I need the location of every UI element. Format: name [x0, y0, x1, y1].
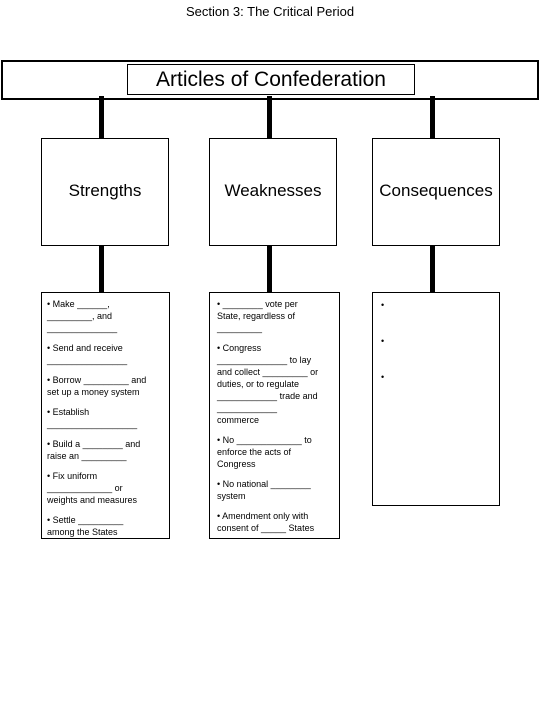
list-item: • Establish __________________ [47, 407, 138, 429]
list-item: • Congress ______________ to lay and col… [217, 343, 319, 425]
list-item: • No national ________ system [217, 479, 311, 501]
weaknesses-heading: Weaknesses [224, 181, 322, 200]
connector-line [267, 96, 272, 138]
strengths-list: • Make ______, _________, and __________… [41, 292, 170, 539]
strengths-heading: Strengths [68, 181, 142, 200]
connector-line [267, 246, 272, 292]
list-item: • [381, 300, 385, 310]
list-item: • Settle _________ among the States [47, 515, 124, 537]
connector-line [99, 246, 104, 292]
list-item: • No _____________ to enforce the acts o… [217, 435, 312, 469]
connector-line [430, 246, 435, 292]
strengths-heading-box: Strengths [41, 138, 169, 246]
section-title: Section 3: The Critical Period [185, 4, 355, 19]
list-item: • Build a ________ and raise an ________… [47, 439, 141, 461]
consequences-heading-box: Consequences [372, 138, 500, 246]
consequences-list: • • • [372, 292, 500, 506]
list-item: • Make ______, _________, and __________… [47, 299, 118, 333]
connector-line [430, 96, 435, 138]
weaknesses-heading-box: Weaknesses [209, 138, 337, 246]
consequences-heading: Consequences [379, 181, 493, 200]
weaknesses-list: • ________ vote per State, regardless of… [209, 292, 340, 539]
list-item: • [381, 336, 385, 346]
list-item: • [381, 372, 385, 382]
connector-line [99, 96, 104, 138]
list-item: • Borrow _________ and set up a money sy… [47, 375, 147, 397]
list-item: • Fix uniform _____________ or weights a… [47, 471, 138, 505]
main-title: Articles of Confederation [127, 64, 415, 95]
list-item: • Send and receive ________________ [47, 343, 128, 365]
list-item: • Amendment only with consent of _____ S… [217, 511, 315, 533]
list-item: • ________ vote per State, regardless of… [217, 299, 298, 333]
